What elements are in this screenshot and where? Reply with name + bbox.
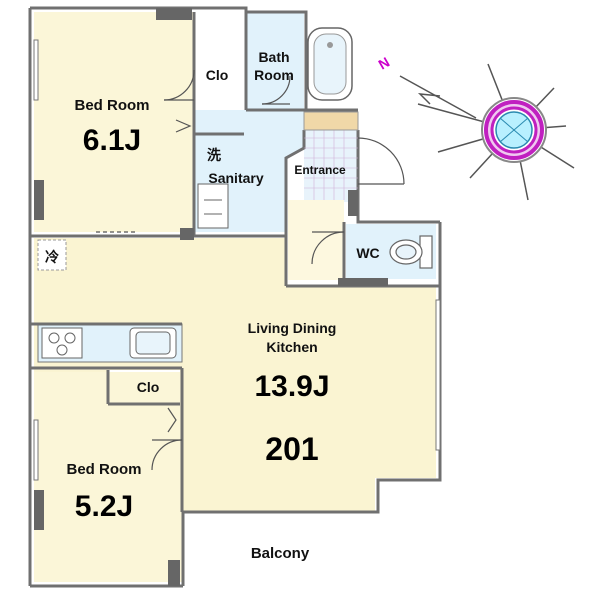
stove	[41, 327, 83, 359]
balcony-label: Balcony	[251, 545, 310, 562]
closet-top-label: Clo	[206, 67, 229, 83]
windows	[33, 39, 441, 481]
north-label: N	[376, 54, 393, 73]
sanitary-label: Sanitary	[208, 170, 263, 186]
bedroom-1-size: 6.1J	[83, 124, 141, 157]
wash-mark: 洗	[207, 147, 221, 163]
wall-blocks	[34, 8, 388, 586]
ldk-label-1: Living Dining	[248, 320, 337, 336]
wc-label: WC	[356, 245, 379, 261]
bedroom-2-floor[interactable]	[34, 372, 182, 582]
bathtub	[307, 27, 353, 101]
kitchen-sink	[129, 327, 177, 359]
toilet	[389, 235, 433, 269]
bedroom-1-label: Bed Room	[75, 97, 150, 114]
bedroom-2-size: 5.2J	[75, 490, 133, 523]
entrance-label: Entrance	[294, 163, 346, 177]
compass: N	[376, 54, 575, 201]
ldk-label-2: Kitchen	[266, 339, 317, 355]
ldk-size: 13.9J	[254, 370, 329, 403]
unit-number: 201	[265, 431, 318, 467]
washbasin	[197, 183, 229, 229]
bathroom-floor[interactable]	[246, 12, 304, 110]
closet-bottom-label: Clo	[137, 379, 160, 395]
entrance-floor[interactable]	[288, 200, 344, 280]
fridge-space	[37, 239, 67, 271]
bath-label-1: Bath	[258, 49, 289, 65]
bedroom-1-floor[interactable]	[34, 12, 194, 232]
balcony-floor[interactable]	[183, 514, 379, 590]
entrance-tiles	[304, 130, 358, 200]
fridge-mark: 冷	[45, 249, 59, 265]
bedroom-2-label: Bed Room	[67, 461, 142, 478]
shoe-cabinet	[303, 111, 359, 131]
bath-label-2: Room	[254, 67, 294, 83]
doors	[96, 69, 405, 471]
